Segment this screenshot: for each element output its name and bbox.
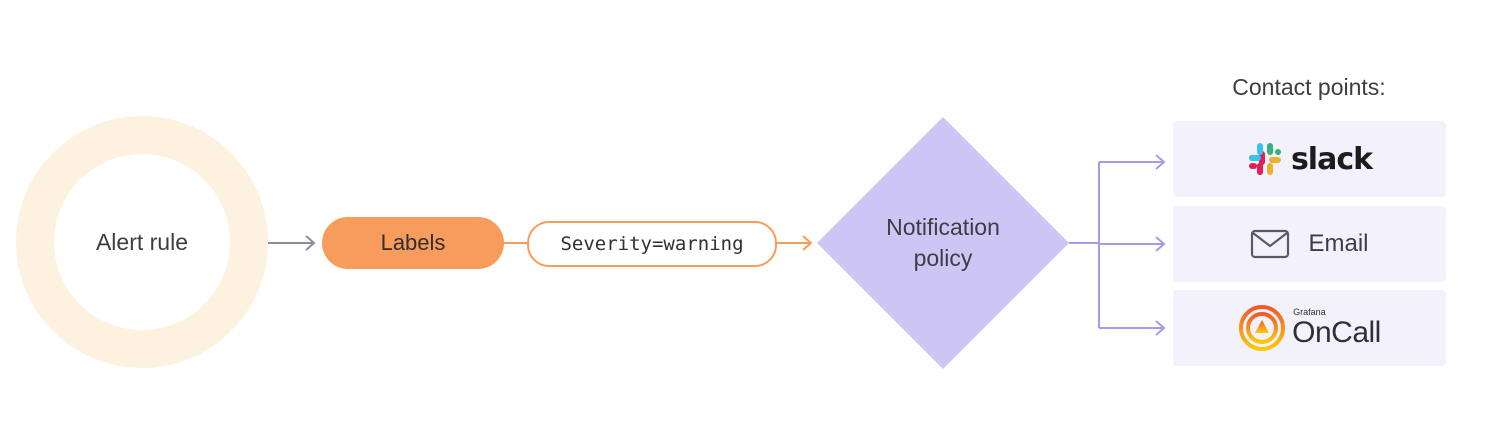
arrowhead-to-slack — [1155, 154, 1166, 170]
oncall-wordmark: Grafana OnCall — [1292, 308, 1381, 348]
notification-policy-line2: policy — [913, 245, 973, 271]
notification-policy-text: Notification policy — [817, 117, 1069, 369]
slack-wordmark: slack — [1290, 141, 1373, 177]
grafana-oncall-logo-icon — [1239, 305, 1286, 351]
arrowhead-to-oncall — [1155, 320, 1166, 336]
label-value-text: Severity=warning — [560, 233, 744, 255]
grafana-brand-label: Grafana — [1293, 307, 1326, 317]
oncall-label: OnCall — [1292, 316, 1381, 349]
notification-policy-diamond — [817, 117, 1069, 369]
contact-point-oncall[interactable]: Grafana OnCall — [1173, 290, 1446, 366]
labels-node: Labels — [322, 217, 504, 269]
contact-point-email[interactable]: Email — [1173, 206, 1446, 282]
alert-rule-node: Alert rule — [16, 116, 268, 368]
email-label: Email — [1308, 230, 1369, 257]
alert-rule-inner: Alert rule — [54, 154, 230, 330]
alert-rule-label: Alert rule — [95, 228, 189, 255]
arrowhead-to-email — [1155, 236, 1166, 252]
contact-points-title: Contact points: — [1232, 74, 1386, 100]
arrowhead-alert-to-labels — [305, 235, 316, 251]
label-value-pill: Severity=warning — [527, 221, 777, 267]
envelope-icon — [1251, 229, 1290, 259]
notification-policy-node: Notification policy — [817, 117, 1069, 369]
labels-label: Labels — [380, 230, 446, 255]
contact-point-slack[interactable]: slack — [1173, 121, 1446, 197]
notification-policy-line1: Notification — [886, 214, 1000, 240]
slack-logo-icon — [1248, 143, 1281, 175]
arrowhead-severity-to-policy — [802, 235, 813, 251]
